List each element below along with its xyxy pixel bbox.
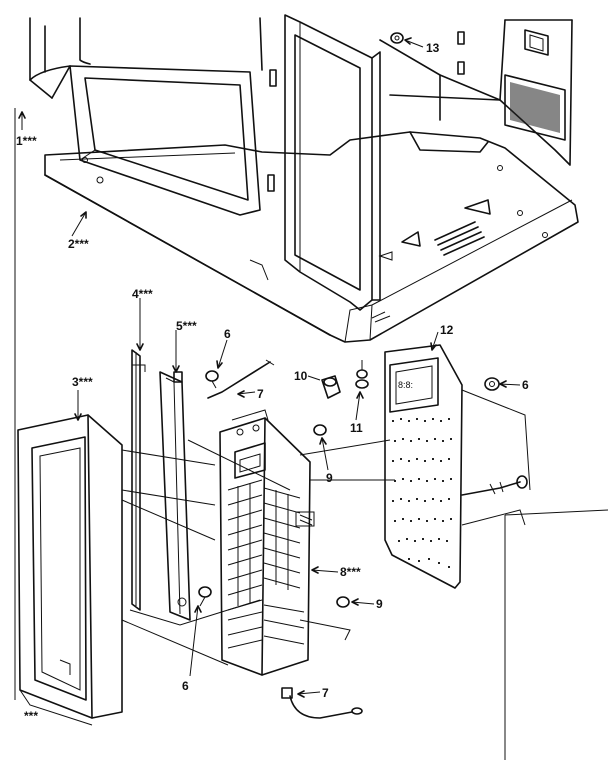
callout-labels: 13 1*** 2*** 4*** 5*** 6 12 10 3*** 6 7 … <box>16 41 529 723</box>
door-trim-frame <box>17 414 123 726</box>
callout-4: 4*** <box>132 287 153 301</box>
circuit-board-dot-matrix <box>392 418 452 568</box>
fastener-11 <box>355 360 369 389</box>
base-plate <box>44 131 579 343</box>
wire-lead-7-lower <box>281 687 363 719</box>
keypad-buttons <box>227 479 305 649</box>
screw-6-right <box>484 377 500 391</box>
callout-3: 3*** <box>72 375 93 389</box>
strip-5 <box>159 371 191 621</box>
screw-13 <box>390 32 404 44</box>
callout-1: 1*** <box>16 134 37 148</box>
connector-plug <box>461 475 528 496</box>
knob-10 <box>321 375 341 399</box>
front-frame <box>284 14 381 311</box>
callout-9-lower: 9 <box>376 597 383 611</box>
screw-6-upper <box>205 370 219 389</box>
circuit-board: 8:8: <box>384 344 463 589</box>
callout-10: 10 <box>294 369 308 383</box>
control-panel <box>219 417 315 676</box>
strip-4 <box>131 349 146 611</box>
callout-12: 12 <box>440 323 454 337</box>
callout-7-lower: 7 <box>322 686 329 700</box>
callout-13: 13 <box>426 41 440 55</box>
screw-6-lower <box>198 586 212 607</box>
callout-8: 8*** <box>340 565 361 579</box>
cabinet-vent-grille <box>510 82 560 133</box>
screw-9-upper <box>313 424 327 436</box>
callout-11: 11 <box>350 421 363 435</box>
callout-2: 2*** <box>68 237 89 251</box>
callout-5: 5*** <box>176 319 197 333</box>
wire-lead-7-upper <box>207 359 275 399</box>
callout-6-right: 6 <box>522 378 529 392</box>
callout-7-upper: 7 <box>257 387 264 401</box>
callout-footnote: *** <box>24 709 38 723</box>
screw-9-lower <box>336 596 350 608</box>
leader-lines <box>18 37 521 698</box>
assembly-lines <box>14 108 608 760</box>
svg-text:8:8:: 8:8: <box>398 380 413 390</box>
callout-9-upper: 9 <box>326 471 333 485</box>
cabinet-outer-case <box>29 17 573 216</box>
callout-6-lower: 6 <box>182 679 189 693</box>
callout-6-upper: 6 <box>224 327 231 341</box>
